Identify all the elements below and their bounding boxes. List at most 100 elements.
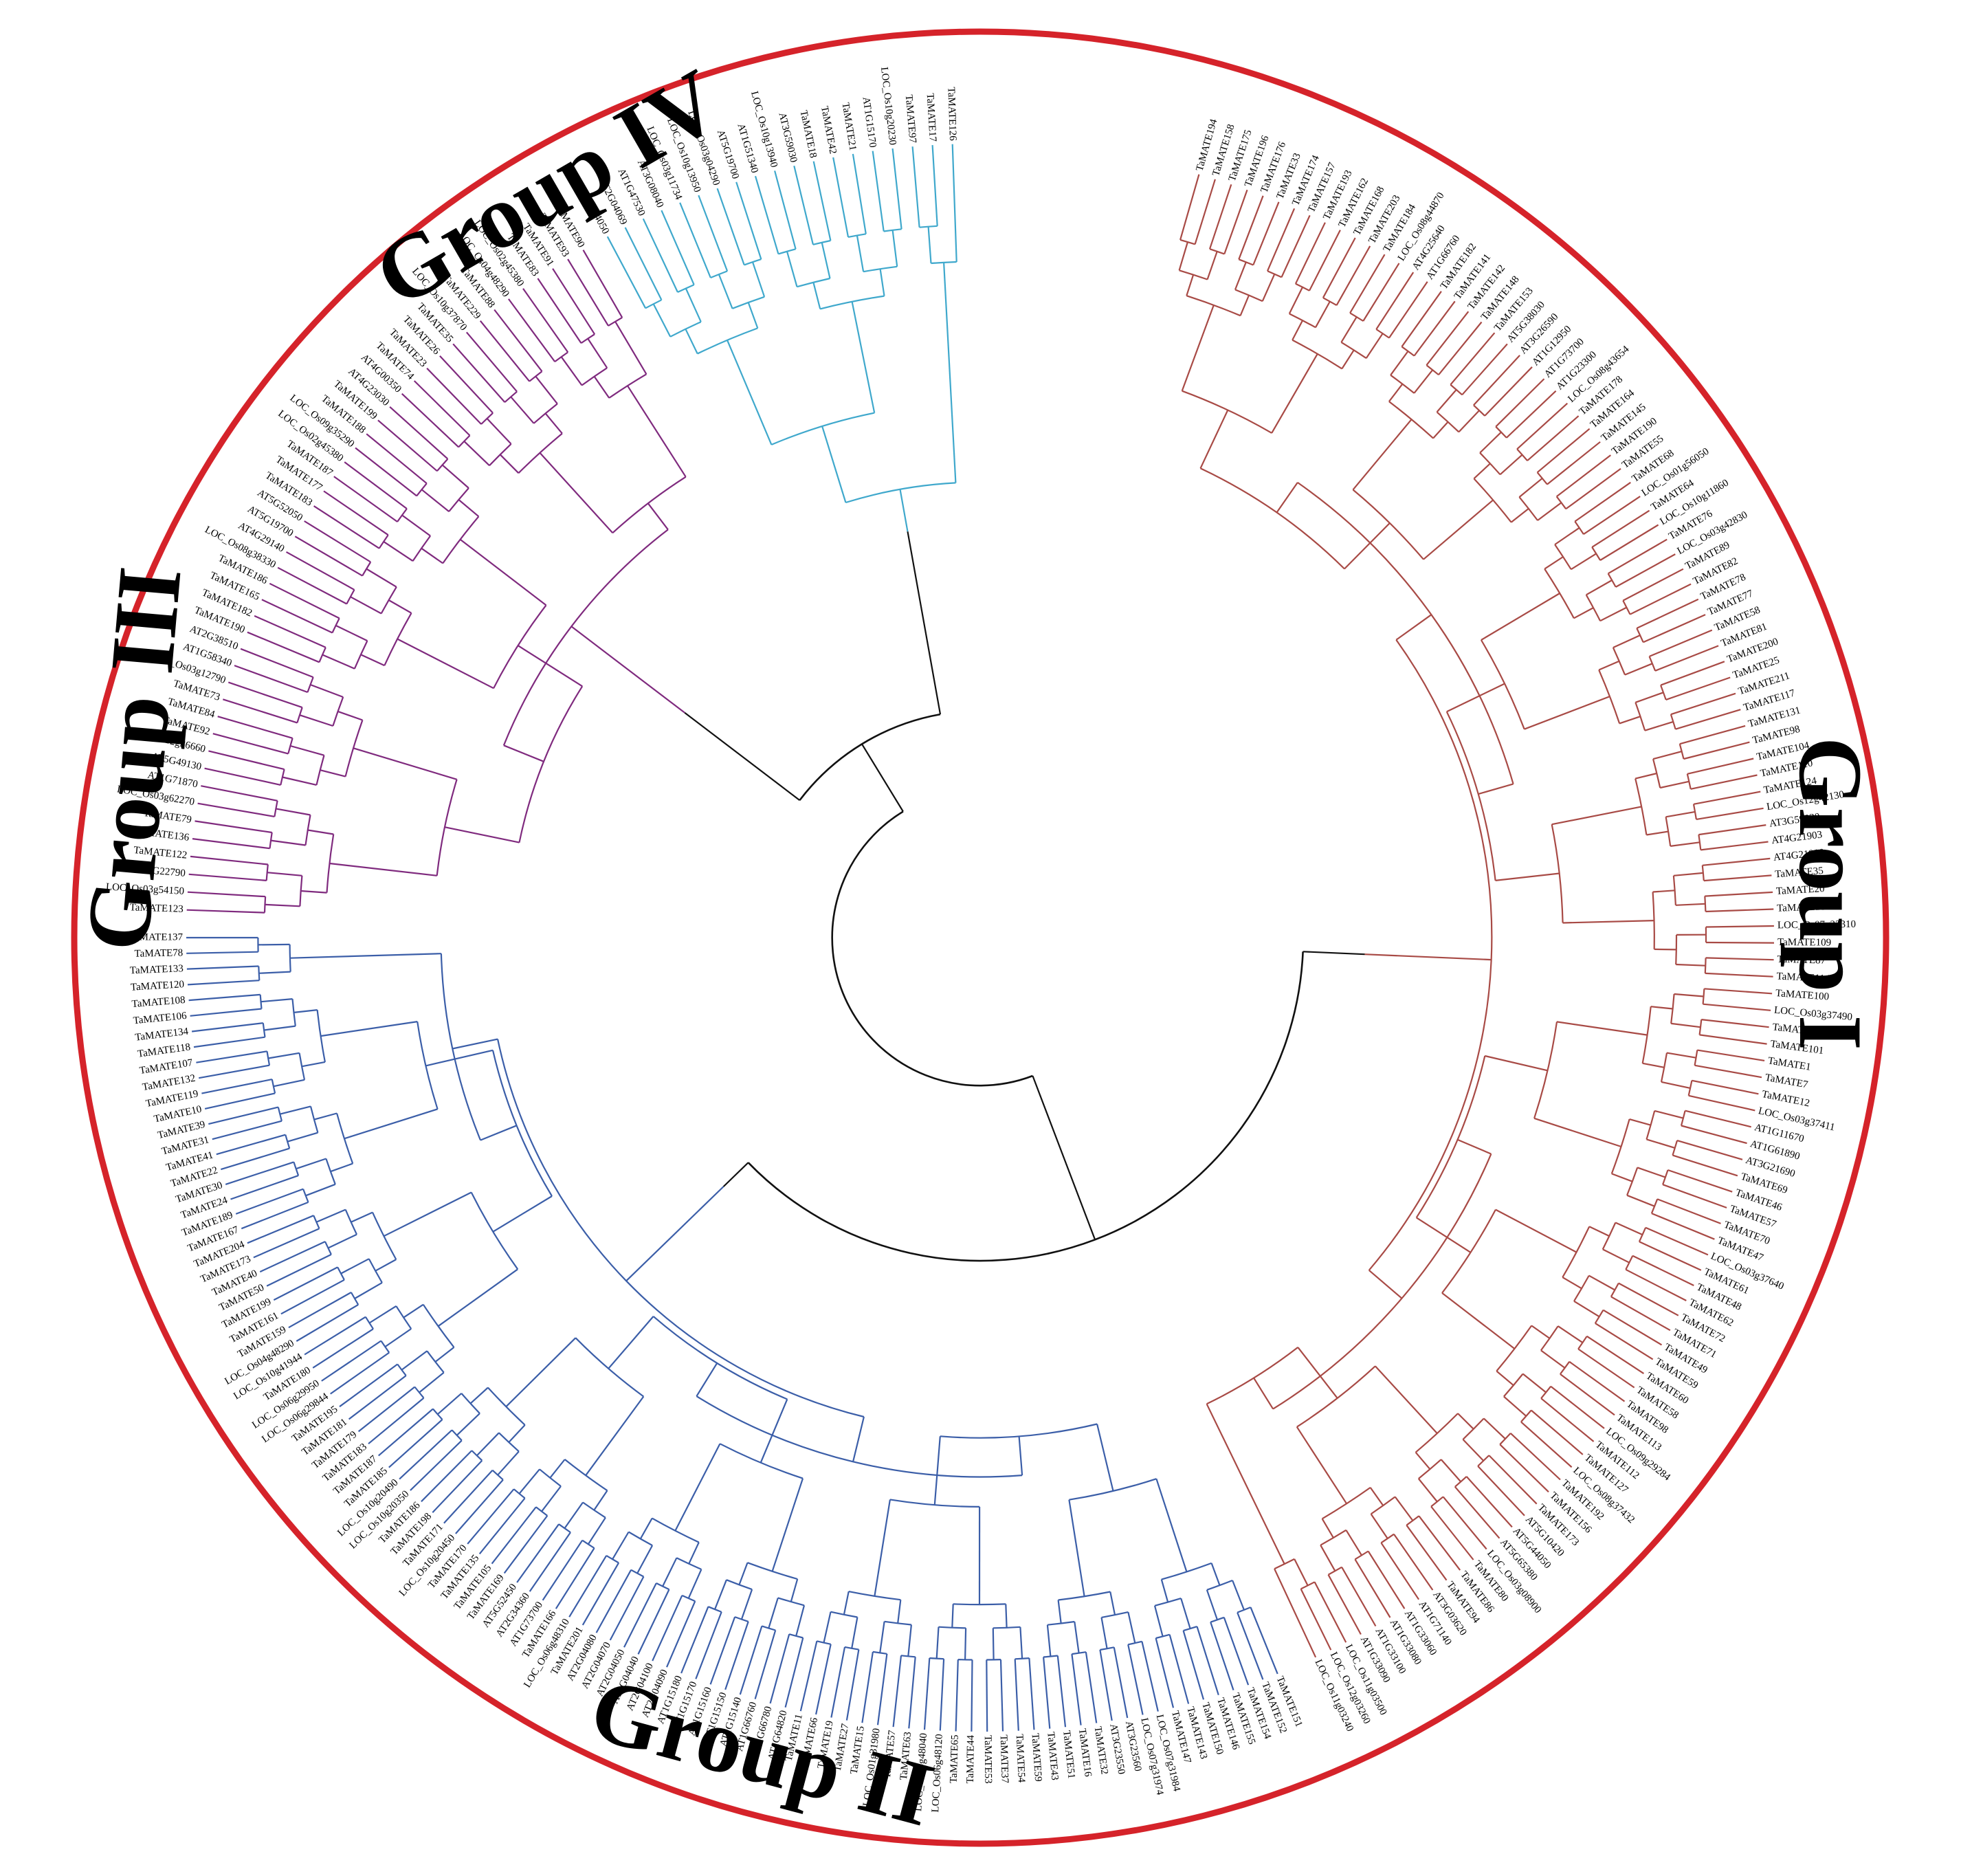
tree-branch bbox=[1109, 1591, 1116, 1615]
tree-branch bbox=[676, 1557, 702, 1570]
tree-branch bbox=[1637, 1167, 1666, 1178]
tree-branch bbox=[1345, 1530, 1362, 1556]
tree-branch bbox=[498, 1432, 520, 1453]
tree-branch bbox=[1499, 1444, 1549, 1493]
leaf-label: TaMATE56 bbox=[1772, 1022, 1821, 1038]
tree-branch bbox=[235, 1188, 304, 1215]
tree-branch bbox=[492, 1195, 553, 1233]
tree-branch bbox=[892, 1655, 902, 1728]
tree-branch bbox=[439, 355, 494, 414]
tree-branch bbox=[437, 1268, 518, 1327]
leaf-label: TaMATE114 bbox=[1776, 971, 1830, 984]
tree-branch bbox=[1625, 1268, 1687, 1301]
tree-branch bbox=[851, 301, 876, 413]
tree-branch bbox=[1654, 1110, 1684, 1119]
tree-branch bbox=[964, 1628, 967, 1660]
backbone-branch bbox=[1032, 1075, 1096, 1240]
tree-branch bbox=[680, 1606, 709, 1674]
tree-branch bbox=[1179, 174, 1200, 241]
tree-branch bbox=[1565, 467, 1621, 510]
tree-branch bbox=[204, 767, 281, 786]
tree-branch bbox=[368, 1397, 425, 1445]
tree-branch bbox=[1690, 774, 1758, 790]
leaf-label: LOC_Os03g54150 bbox=[105, 881, 184, 897]
tree-branch bbox=[1540, 1349, 1566, 1369]
tree-branch bbox=[416, 483, 428, 497]
tree-branch bbox=[1321, 1518, 1334, 1538]
tree-branch bbox=[844, 1646, 859, 1651]
leaf-label: TaMATE32 bbox=[1092, 1725, 1110, 1775]
tree-branch bbox=[1415, 1451, 1431, 1470]
tree-branch bbox=[494, 309, 543, 372]
tree-branch bbox=[1208, 184, 1232, 250]
tree-branch bbox=[1320, 1545, 1336, 1571]
leaf-label: AT3G23550 bbox=[1107, 1723, 1127, 1775]
tree-branch bbox=[304, 1316, 366, 1356]
leaf-label: LOC_Os06g48120 bbox=[930, 1734, 945, 1813]
tree-branch bbox=[1550, 1385, 1605, 1429]
tree-branch bbox=[1179, 269, 1208, 280]
tree-branch bbox=[436, 458, 449, 472]
tree-branch bbox=[1688, 1094, 1755, 1112]
tree-branches bbox=[186, 144, 1775, 1732]
tree-branch bbox=[259, 994, 263, 1009]
tree-branch bbox=[907, 1624, 912, 1657]
tree-branch bbox=[1629, 1118, 1651, 1126]
tree-branch bbox=[1296, 1365, 1376, 1428]
tree-branch bbox=[1649, 629, 1713, 657]
leaf-label: TaMATE133 bbox=[130, 963, 184, 976]
tree-branch bbox=[891, 148, 902, 230]
tree-branch bbox=[554, 351, 568, 362]
tree-branch bbox=[1186, 295, 1241, 317]
tree-branch bbox=[253, 1228, 320, 1259]
tree-branch bbox=[1479, 431, 1502, 454]
tree-branch bbox=[647, 503, 669, 531]
tree-branch bbox=[1562, 1277, 1582, 1290]
tree-branch bbox=[567, 258, 609, 327]
tree-branch bbox=[555, 1547, 595, 1609]
tree-branch bbox=[508, 298, 556, 362]
tree-branch bbox=[1340, 316, 1358, 343]
tree-branch bbox=[426, 367, 482, 425]
tree-branch bbox=[360, 654, 385, 667]
tree-branch bbox=[1686, 773, 1692, 790]
tree-branch bbox=[432, 1459, 483, 1513]
tree-branch bbox=[1454, 1486, 1500, 1539]
tree-branch bbox=[1186, 274, 1195, 296]
tree-branch bbox=[1588, 1226, 1610, 1237]
tree-branch bbox=[897, 1600, 902, 1624]
tree-branch bbox=[771, 1478, 804, 1572]
tree-branch bbox=[1418, 1459, 1442, 1479]
tree-branch bbox=[304, 815, 311, 846]
tree-branch bbox=[222, 698, 298, 724]
tree-branch bbox=[1551, 806, 1642, 826]
tree-branch bbox=[282, 776, 317, 786]
tree-branch bbox=[330, 1351, 390, 1395]
tree-branch bbox=[1659, 780, 1689, 789]
tree-branch bbox=[1446, 683, 1505, 713]
tree-branch bbox=[832, 157, 850, 238]
tree-branch bbox=[608, 373, 647, 399]
tree-branch bbox=[1019, 1626, 1023, 1659]
tree-branch bbox=[1654, 645, 1719, 672]
tree-branch bbox=[1679, 743, 1685, 760]
tree-branch bbox=[1630, 583, 1692, 615]
tree-branch bbox=[254, 615, 326, 648]
tree-branch bbox=[1635, 772, 1657, 780]
tree-branch bbox=[747, 302, 759, 329]
tree-branch bbox=[698, 195, 729, 272]
tree-branch bbox=[1315, 301, 1331, 328]
tree-branch bbox=[1043, 1657, 1051, 1729]
tree-branch bbox=[1674, 993, 1704, 997]
tree-branch bbox=[529, 1532, 571, 1592]
tree-branch bbox=[294, 536, 363, 577]
tree-branch bbox=[1646, 1138, 1676, 1149]
tree-branch bbox=[196, 1050, 267, 1063]
tree-branch bbox=[1100, 1646, 1115, 1651]
tree-branch bbox=[324, 1241, 332, 1255]
tree-branch bbox=[769, 1633, 790, 1704]
tree-branch bbox=[1650, 1198, 1659, 1214]
tree-branch bbox=[518, 432, 563, 474]
tree-branch bbox=[587, 338, 608, 368]
tree-branch bbox=[337, 710, 363, 721]
